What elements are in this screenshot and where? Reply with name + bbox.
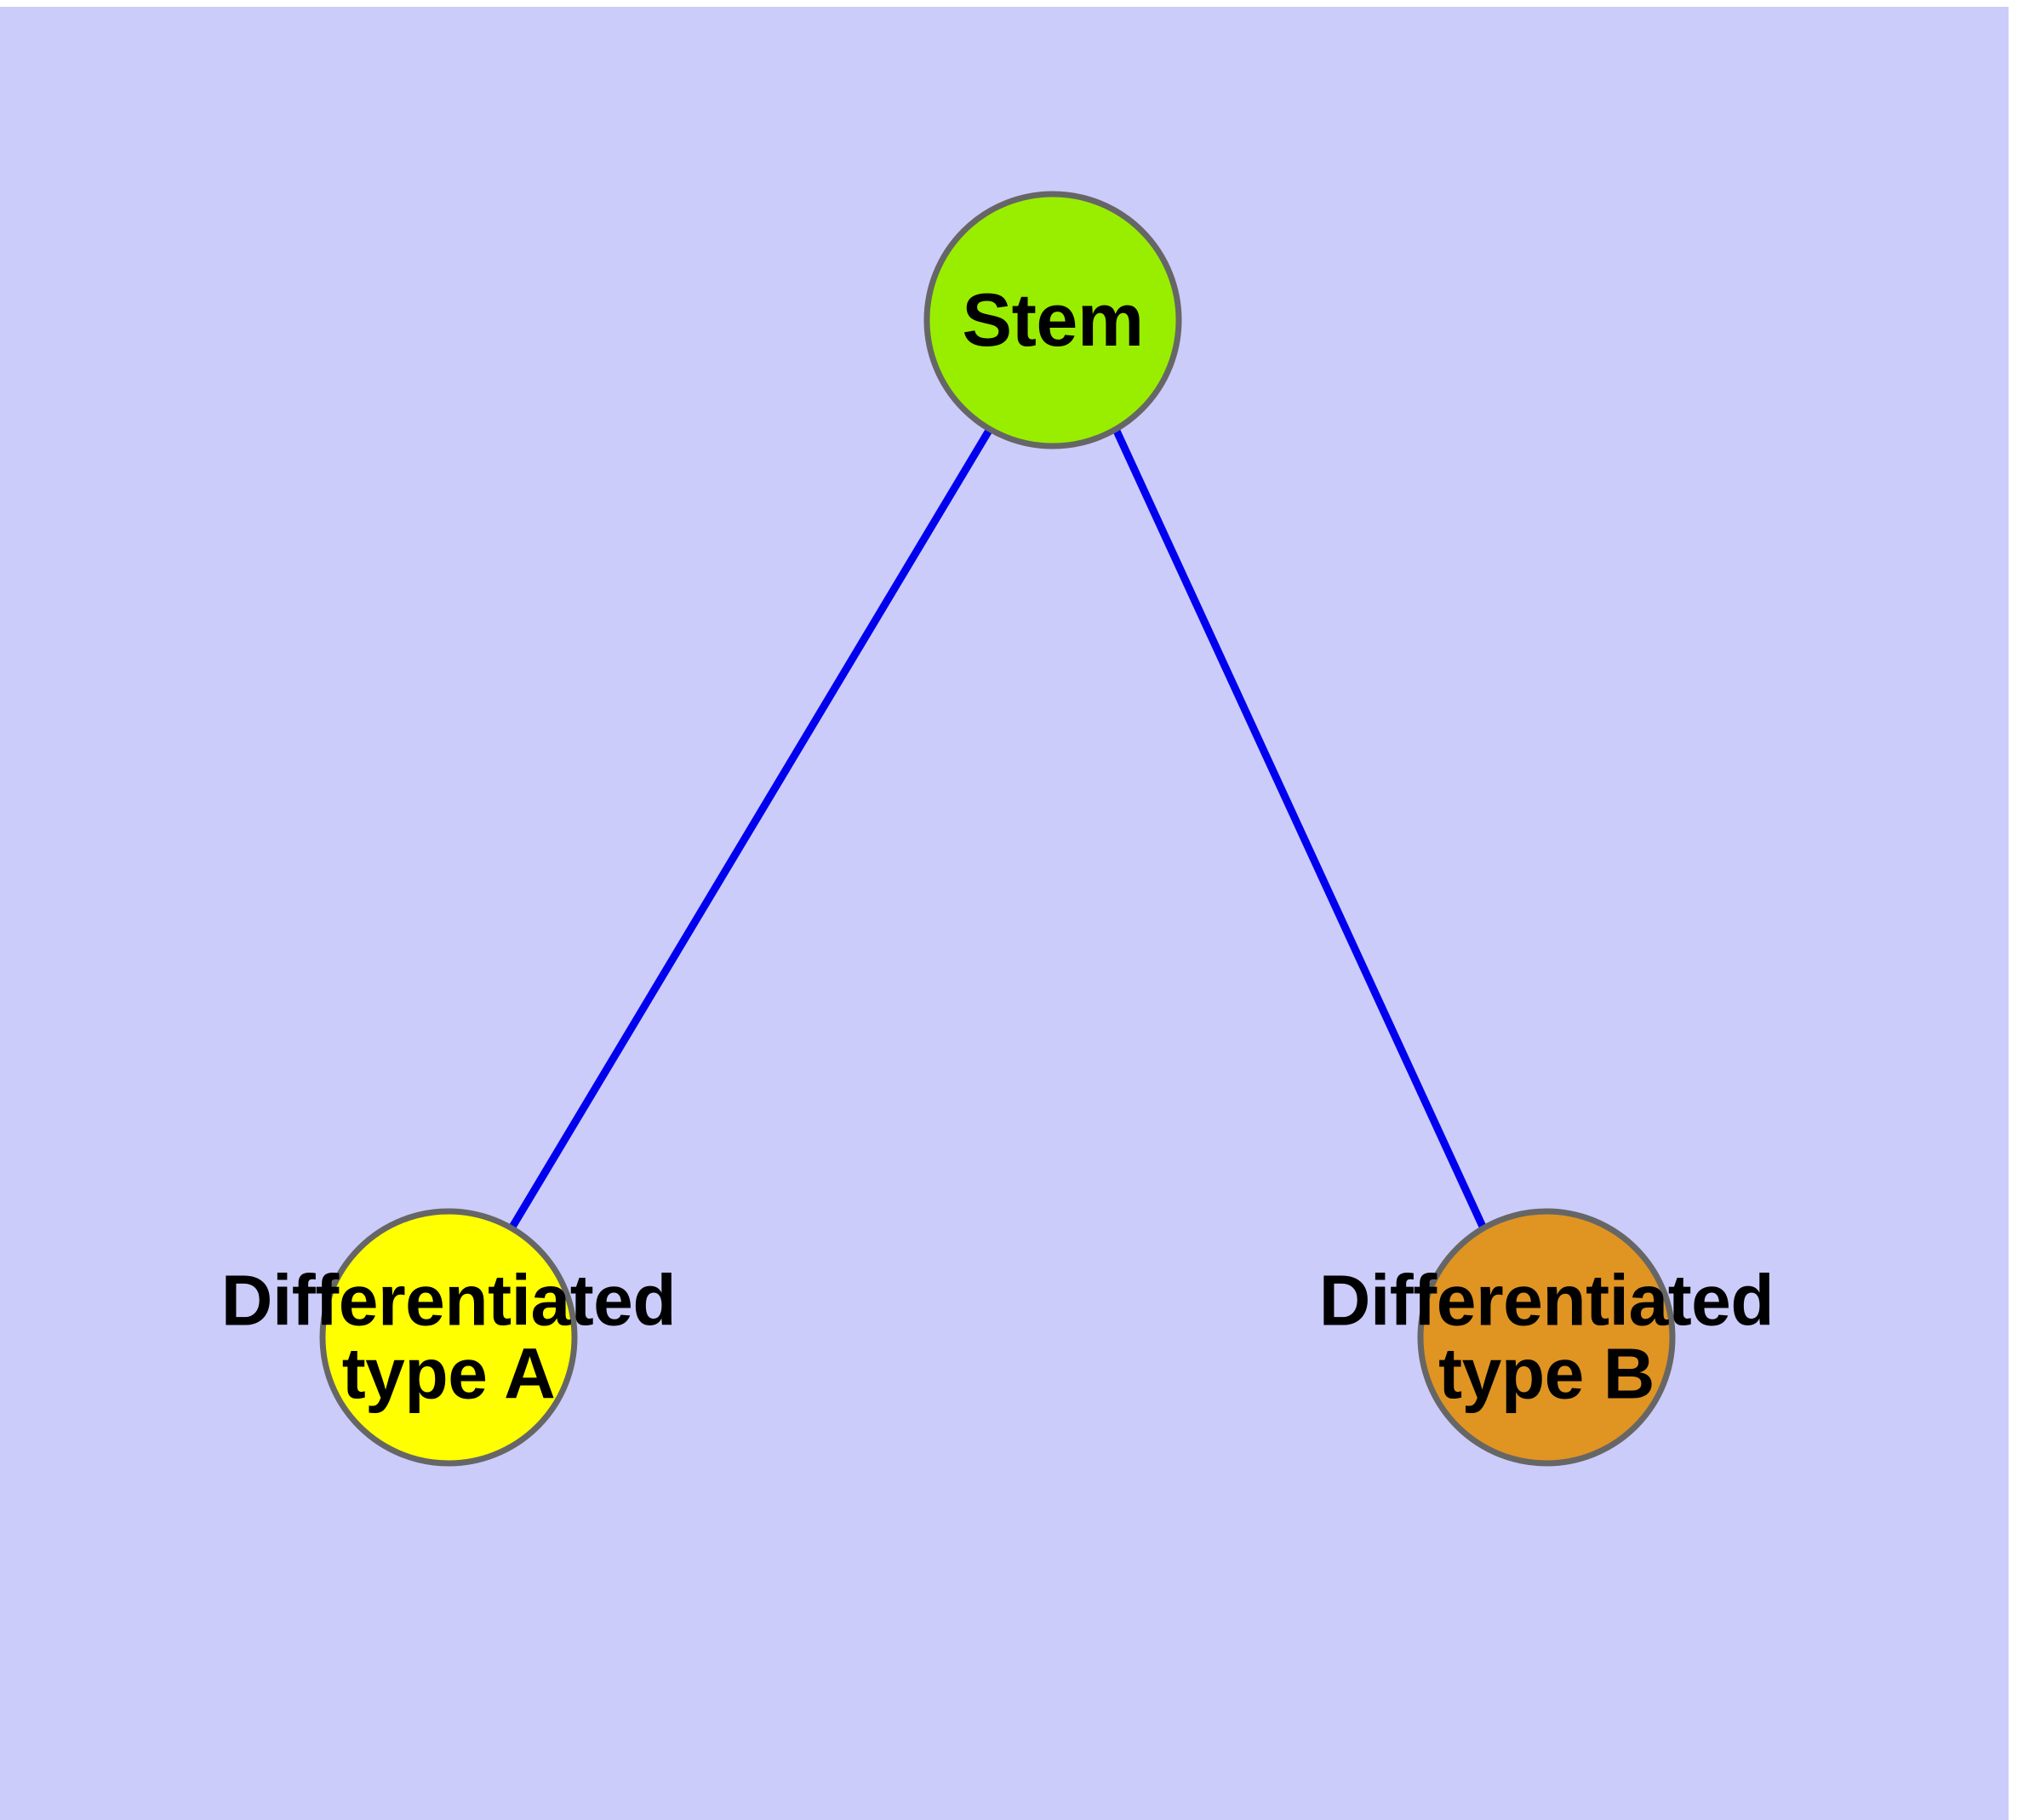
node-stem[interactable] bbox=[923, 191, 1182, 449]
node-differentiated-type-a[interactable] bbox=[319, 1208, 578, 1467]
graph-svg bbox=[319, 191, 1676, 1467]
node-layer bbox=[319, 191, 1676, 1467]
node-differentiated-type-b[interactable] bbox=[1417, 1208, 1676, 1467]
edge-stem-to-differentiated-a[interactable] bbox=[508, 426, 993, 1231]
edge-stem-to-differentiated-b[interactable] bbox=[1112, 427, 1488, 1230]
edge-layer bbox=[508, 426, 1488, 1231]
